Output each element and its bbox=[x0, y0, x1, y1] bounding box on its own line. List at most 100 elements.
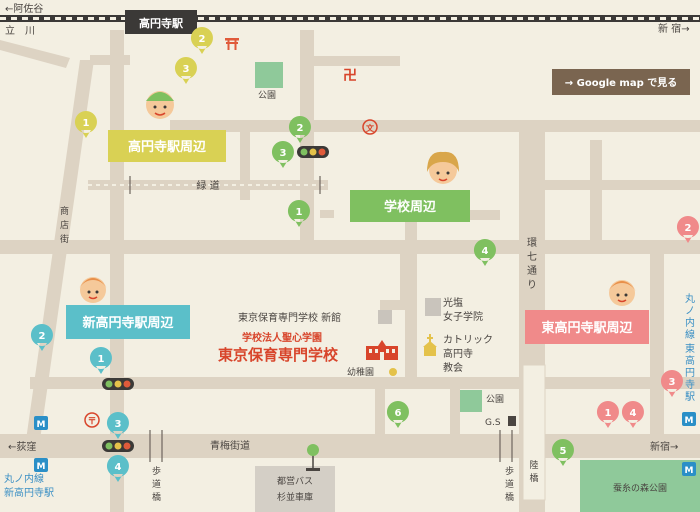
sannomori-park bbox=[580, 460, 700, 512]
park-south-label: 公園 bbox=[486, 394, 504, 405]
area-shinkoenji[interactable]: 新高円寺駅周辺 bbox=[66, 305, 190, 339]
area-koenji-station[interactable]: 高円寺駅周辺 bbox=[108, 130, 226, 162]
kosho-label-1: 光塩 bbox=[443, 296, 463, 309]
school-name-label: 東京保育専門学校 bbox=[218, 346, 339, 364]
pin-yellow[interactable]: 1 bbox=[74, 111, 97, 138]
gas-station-label: G.S bbox=[485, 418, 501, 428]
pin-green[interactable]: 6 bbox=[386, 401, 409, 428]
svg-text:道: 道 bbox=[505, 478, 514, 490]
school-org-label: 学校法人聖心学園 bbox=[242, 331, 322, 344]
bus-depot-label-1: 都営バス bbox=[277, 475, 313, 487]
svg-text:内: 内 bbox=[685, 316, 695, 329]
pin-green[interactable]: 4 bbox=[473, 239, 496, 266]
google-map-button-label: → Google map で見る bbox=[565, 77, 677, 89]
church-icon bbox=[423, 334, 437, 356]
ryokudo-path: 緑 道 bbox=[88, 179, 328, 192]
svg-text:3: 3 bbox=[280, 148, 287, 159]
traffic-light-icon bbox=[102, 378, 134, 390]
shinjuku-top-label: 新 宿→ bbox=[658, 22, 690, 35]
sannomori-park-label: 蚕糸の森公園 bbox=[613, 482, 667, 494]
park-north bbox=[255, 62, 283, 88]
svg-text:1: 1 bbox=[83, 118, 90, 129]
svg-text:陸: 陸 bbox=[529, 459, 538, 471]
pin-teal[interactable]: 2 bbox=[30, 324, 53, 351]
svg-text:環: 環 bbox=[527, 237, 537, 249]
koenji-station-box: 高円寺駅 bbox=[125, 10, 197, 34]
koenji-station-label: 高円寺駅 bbox=[139, 16, 183, 30]
svg-text:街: 街 bbox=[60, 233, 69, 245]
vertical-road-655 bbox=[650, 250, 664, 450]
svg-text:3: 3 bbox=[183, 64, 190, 75]
gas-station-icon bbox=[508, 416, 516, 426]
pin-green[interactable]: 5 bbox=[551, 439, 574, 466]
google-map-button[interactable]: → Google map で見る bbox=[552, 69, 690, 95]
svg-text:歩: 歩 bbox=[152, 465, 161, 477]
metro-icon-shinkoenji-2: M bbox=[34, 458, 48, 472]
area-school[interactable]: 学校周辺 bbox=[350, 190, 470, 222]
area-koenji-station-label: 高円寺駅周辺 bbox=[128, 139, 206, 155]
svg-text:〒: 〒 bbox=[87, 417, 96, 427]
svg-text:M: M bbox=[685, 416, 694, 426]
svg-text:2: 2 bbox=[199, 34, 206, 45]
footbridge-west-label: 歩 道 橋 bbox=[152, 465, 161, 503]
ryokudo-label: 緑 道 bbox=[196, 179, 219, 192]
small-road-8 bbox=[545, 180, 700, 190]
svg-text:寺: 寺 bbox=[685, 379, 695, 391]
mascot-higashikoenji-icon bbox=[608, 280, 636, 306]
small-road-1 bbox=[240, 120, 250, 200]
pin-green[interactable]: 3 bbox=[271, 141, 294, 168]
pin-yellow[interactable]: 2 bbox=[190, 27, 213, 54]
bus-stop-icon bbox=[306, 444, 320, 471]
pin-pink[interactable]: 3 bbox=[660, 370, 683, 397]
svg-text:道: 道 bbox=[152, 478, 161, 490]
pin-teal[interactable]: 4 bbox=[106, 455, 129, 482]
svg-text:商: 商 bbox=[60, 205, 69, 217]
footbridge-east-label: 歩 道 橋 bbox=[505, 465, 514, 503]
shinkoenji-station-label: 新高円寺駅 bbox=[4, 486, 54, 499]
svg-text:七: 七 bbox=[527, 251, 537, 263]
mascot-shinkoenji-icon bbox=[79, 277, 107, 303]
svg-text:ノ: ノ bbox=[685, 306, 695, 317]
chuo-railway bbox=[0, 15, 700, 22]
overpass-label: 陸 橋 bbox=[529, 459, 538, 484]
ogikubo-label: ←荻窪 bbox=[8, 440, 36, 453]
shotengai-road bbox=[26, 60, 94, 440]
area-school-label: 学校周辺 bbox=[384, 199, 436, 215]
catholic-label-3: 教会 bbox=[443, 361, 463, 374]
pin-green[interactable]: 2 bbox=[288, 116, 311, 143]
metro-icon-higashikoenji-2: M bbox=[682, 462, 696, 476]
svg-text:高: 高 bbox=[685, 354, 695, 367]
svg-text:線: 線 bbox=[685, 328, 695, 341]
area-higashikoenji[interactable]: 東高円寺駅周辺 bbox=[525, 310, 649, 344]
svg-text:1: 1 bbox=[296, 207, 303, 218]
police-box-icon: 文 bbox=[362, 119, 378, 135]
kosho-building bbox=[425, 298, 441, 316]
svg-text:2: 2 bbox=[297, 123, 304, 134]
svg-text:M: M bbox=[37, 420, 46, 430]
pin-pink[interactable]: 1 bbox=[596, 401, 619, 428]
svg-text:り: り bbox=[527, 279, 537, 291]
svg-text:M: M bbox=[685, 466, 694, 476]
pin-pink[interactable]: 4 bbox=[621, 401, 644, 428]
school-annex-building bbox=[378, 310, 392, 324]
rikkyo-overpass bbox=[522, 364, 546, 501]
svg-text:橋: 橋 bbox=[505, 491, 514, 503]
park-south bbox=[460, 390, 482, 412]
bus-depot-block bbox=[255, 466, 335, 512]
school-building-icon bbox=[366, 340, 398, 360]
metro-icon-shinkoenji: M bbox=[34, 416, 48, 430]
svg-text:橋: 橋 bbox=[152, 491, 161, 503]
pin-green[interactable]: 1 bbox=[287, 200, 310, 227]
svg-text:M: M bbox=[37, 462, 46, 472]
pin-teal[interactable]: 1 bbox=[89, 347, 112, 374]
kannana-label: 環 七 通 り bbox=[527, 237, 537, 291]
koenji-south-road bbox=[110, 30, 124, 512]
pin-teal[interactable]: 3 bbox=[106, 412, 129, 439]
svg-text:1: 1 bbox=[98, 354, 105, 365]
shinjuku-bottom-label: 新宿→ bbox=[650, 440, 678, 453]
svg-text:歩: 歩 bbox=[505, 465, 514, 477]
pin-pink[interactable]: 2 bbox=[676, 216, 699, 243]
middle-road bbox=[0, 240, 700, 254]
pin-yellow[interactable]: 3 bbox=[174, 57, 197, 84]
